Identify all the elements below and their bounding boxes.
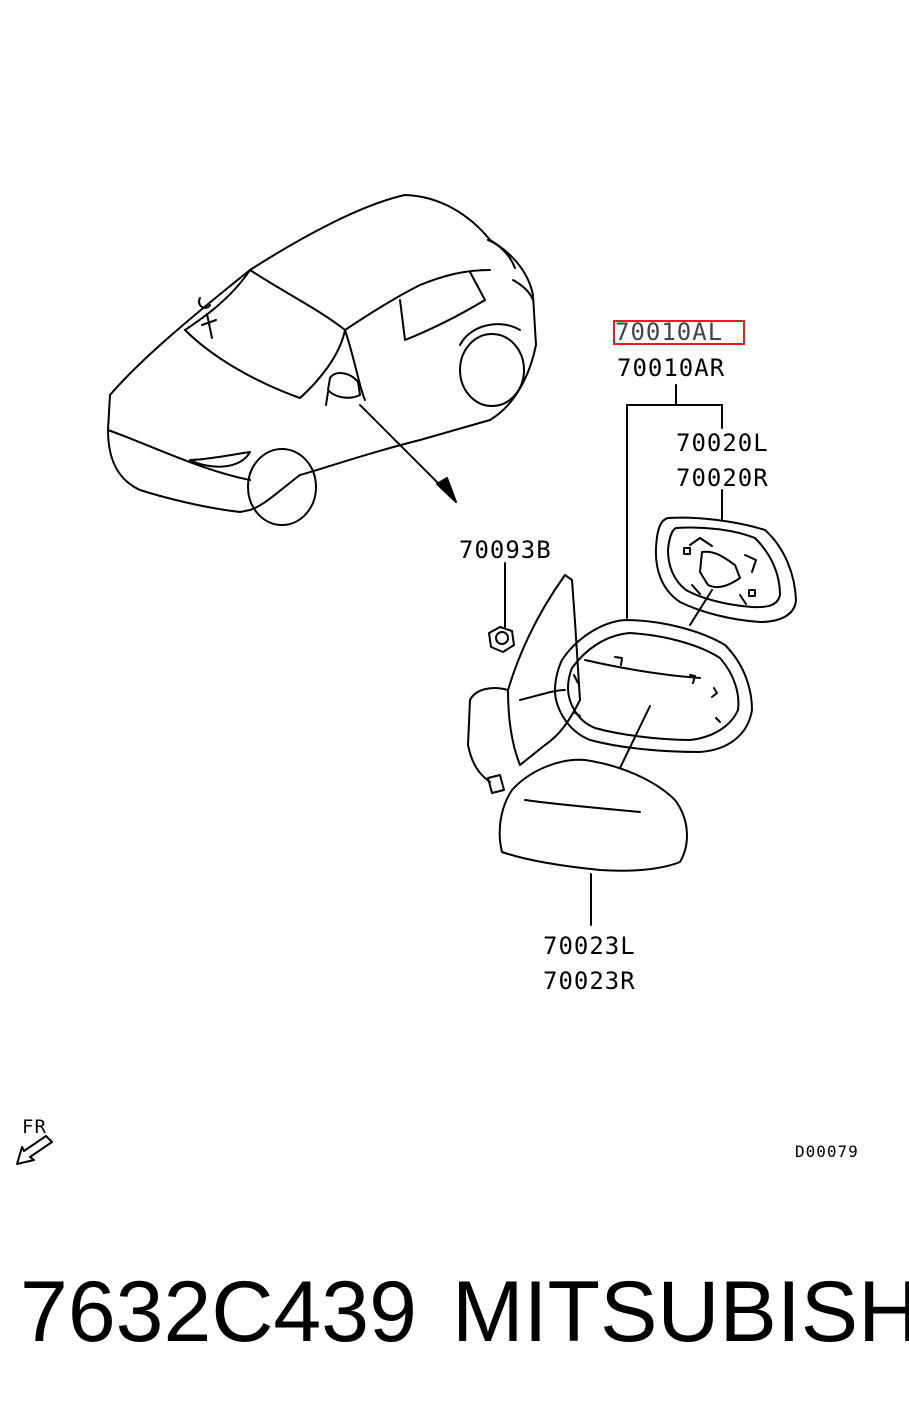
callout-70010AR: 70010AR: [617, 354, 726, 382]
callout-70020L: 70020L: [676, 429, 769, 457]
mirror-glass-illustration: [654, 516, 797, 626]
callout-70093B: 70093B: [459, 536, 552, 564]
brand-name: MITSUBISHI: [452, 1264, 909, 1360]
diagram-code: D00079: [795, 1142, 859, 1161]
direction-label: FR: [22, 1116, 47, 1138]
mirror-housing-illustration: [554, 619, 753, 769]
front-direction-icon: [16, 1135, 53, 1165]
pointer-arrow: [359, 404, 457, 503]
callout-70023R: 70023R: [543, 967, 636, 995]
mirror-base-illustration: [467, 574, 581, 794]
mirror-cover-illustration: [498, 758, 688, 872]
callout-70023L: 70023L: [543, 932, 636, 960]
callout-70010AL: 70010AL: [613, 320, 745, 345]
leader-lines: [504, 384, 723, 926]
callout-70020R: 70020R: [676, 464, 769, 492]
part-number: 7632C439: [20, 1264, 417, 1360]
vehicle-illustration: [107, 194, 537, 526]
nut-illustration: [488, 626, 515, 653]
